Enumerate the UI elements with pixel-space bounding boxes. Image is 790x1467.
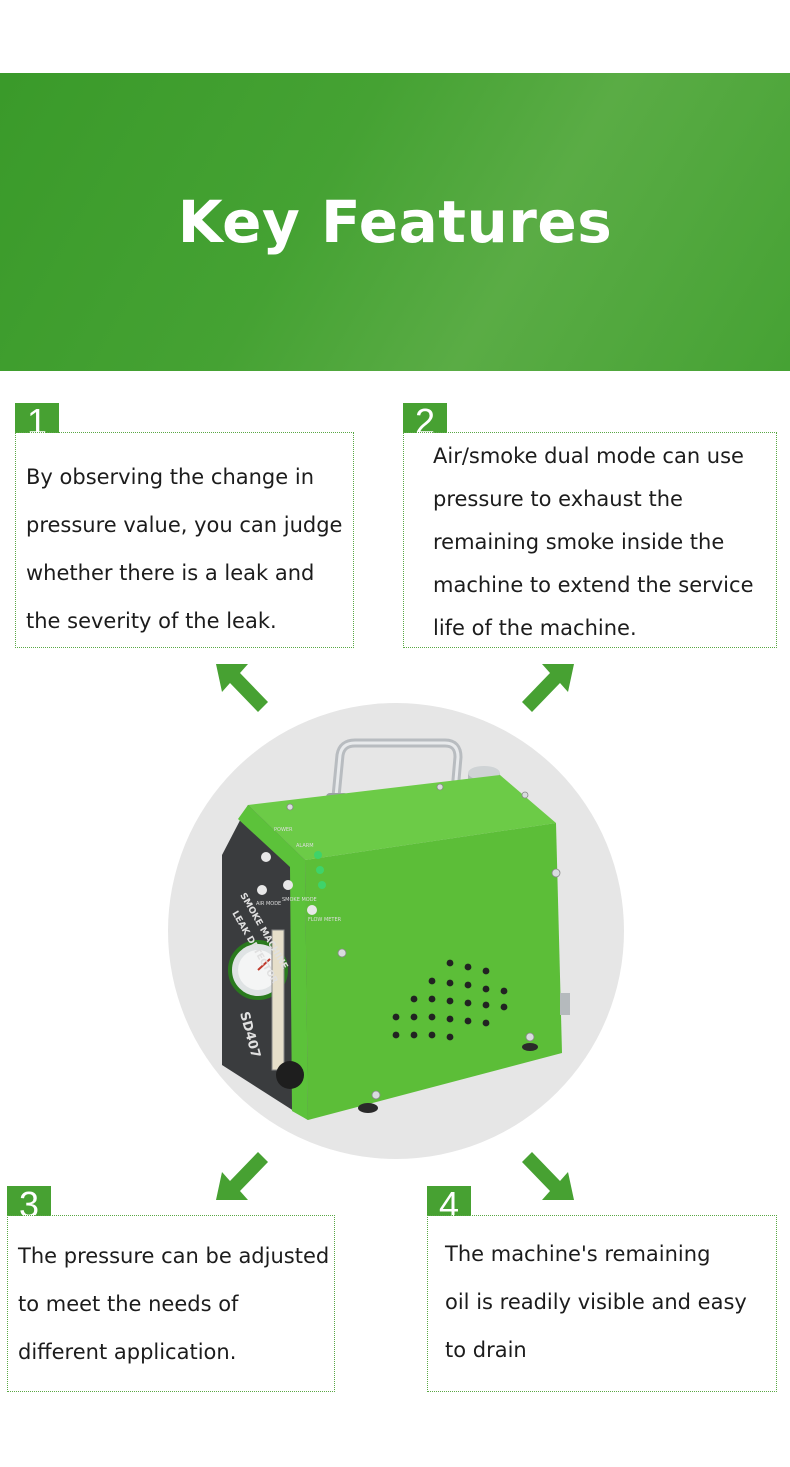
feature-2-box: Air/smoke dual mode can use pressure to … xyxy=(403,432,777,648)
feature-4-text: The machine's remaining oil is readily v… xyxy=(445,1242,747,1362)
feature-1-text: By observing the change in pressure valu… xyxy=(26,465,343,633)
header-banner: Key Features xyxy=(0,73,790,371)
arrow-up-left-icon xyxy=(216,664,268,712)
svg-text:ALARM: ALARM xyxy=(296,843,314,849)
svg-text:POWER: POWER xyxy=(274,827,293,833)
svg-text:FLOW METER: FLOW METER xyxy=(308,917,342,923)
arrow-down-right-icon xyxy=(522,1152,574,1200)
arrow-up-right-icon xyxy=(522,664,574,712)
feature-4-number: 4 xyxy=(427,1186,471,1216)
svg-text:SMOKE MODE: SMOKE MODE xyxy=(282,897,317,903)
feature-3-number: 3 xyxy=(7,1186,51,1216)
feature-3-text: The pressure can be adjusted to meet the… xyxy=(18,1244,330,1364)
arrow-down-left-icon xyxy=(216,1152,268,1200)
feature-1-box: By observing the change in pressure valu… xyxy=(15,432,354,648)
page-title: Key Features xyxy=(177,188,613,256)
feature-3-box: The pressure can be adjusted to meet the… xyxy=(7,1215,335,1392)
feature-2-number: 2 xyxy=(403,403,447,433)
svg-text:AIR MODE: AIR MODE xyxy=(256,901,281,907)
feature-2-text: Air/smoke dual mode can use pressure to … xyxy=(433,444,754,640)
feature-1-number: 1 xyxy=(15,403,59,433)
feature-4-box: The machine's remaining oil is readily v… xyxy=(427,1215,777,1392)
smoke-machine-image: SMOKE MACHINE LEAK DETECTOR SD407 POWER … xyxy=(222,738,570,1120)
